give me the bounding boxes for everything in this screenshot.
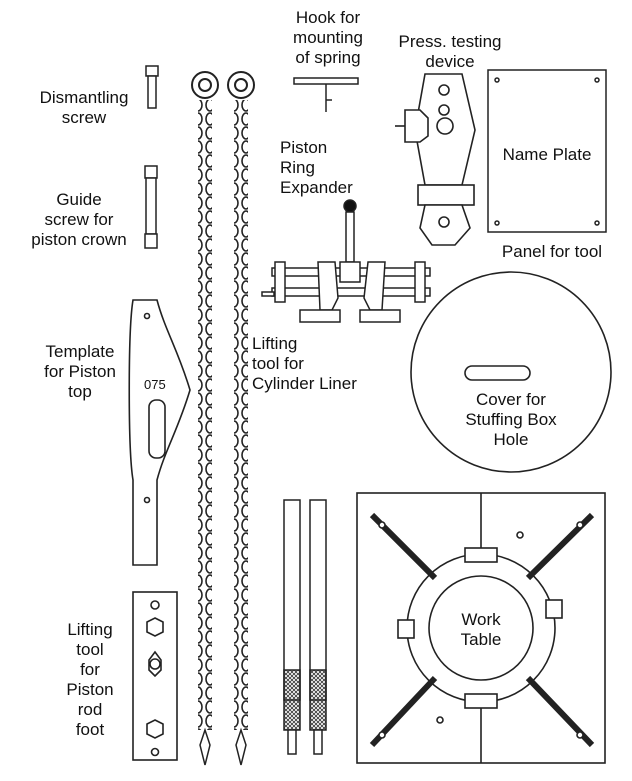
name-plate-panel [487, 69, 607, 233]
label-lifting-tool-piston-rod: Lifting tool for Piston rod foot [66, 620, 114, 739]
label-panel-for-tool: Panel for tool [501, 242, 603, 261]
piston-ring-expander [261, 199, 431, 323]
stuffing-box-cover [410, 271, 612, 473]
template-number: 075 [144, 377, 166, 392]
work-table [356, 492, 606, 764]
label-name-plate: Name Plate [502, 145, 592, 164]
lifting-chain-left [191, 71, 219, 766]
lifting-rods [283, 499, 327, 755]
label-press-testing: Press. testing device [398, 32, 502, 71]
pressure-testing-device [395, 73, 476, 246]
spring-hook [293, 77, 359, 112]
template-piston-top [128, 299, 191, 566]
label-template: Template for Piston top [44, 342, 116, 401]
label-piston-ring-expander: Piston Ring Expander [280, 138, 353, 197]
label-work-table: Work Table [460, 610, 502, 649]
label-guide-screw: Guide screw for piston crown [31, 190, 127, 249]
label-lifting-tool-liner: Lifting tool for Cylinder Liner [252, 334, 357, 393]
dismantling-screw [145, 65, 159, 109]
label-hook-spring: Hook for mounting of spring [293, 8, 363, 67]
lifting-chain-right [227, 71, 255, 766]
lifting-tool-piston-rod [132, 591, 178, 761]
guide-screw [144, 165, 158, 249]
label-dismantling-screw: Dismantling screw [39, 88, 129, 127]
label-cover-stuffing-box: Cover for Stuffing Box Hole [465, 390, 557, 449]
